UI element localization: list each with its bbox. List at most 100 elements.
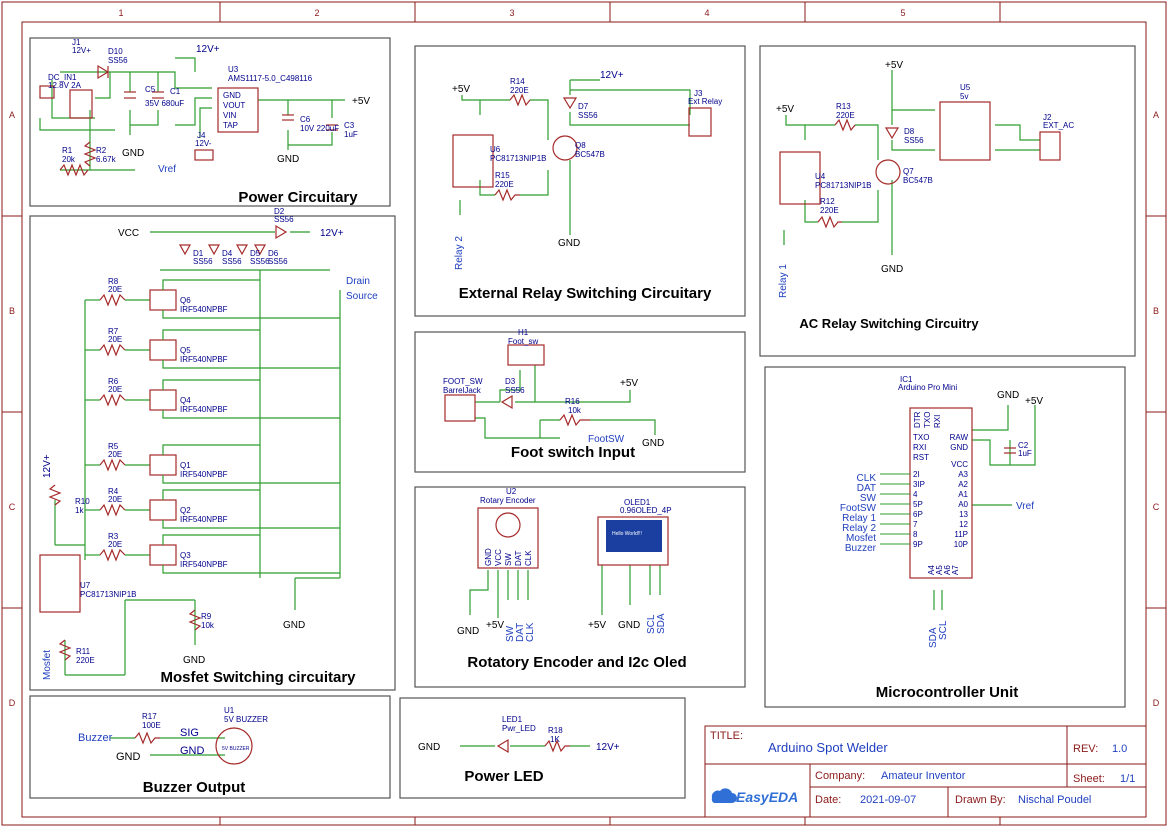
mcu-net-label: Relay 1: [842, 513, 876, 524]
u2-encoder: [477, 507, 539, 569]
schematic-label: SCL: [646, 614, 657, 634]
mosfet-stage-group: R820EQ6IRF540NPBFR720EQ5IRF540NPBFR620EQ…: [85, 277, 340, 574]
mosfet-label: Q4: [180, 396, 191, 405]
schematic-label: C6: [300, 115, 311, 124]
schematic-label: EasyEDA: [736, 789, 798, 805]
col-5-label: 5: [900, 8, 905, 18]
schematic-label: +5V: [588, 620, 606, 631]
schematic-label: +5V: [885, 60, 903, 71]
schematic-label: Arduino Pro Mini: [898, 383, 957, 392]
mcu-title: Microcontroller Unit: [876, 684, 1019, 701]
buzzer-box: [29, 695, 391, 799]
schematic-label: Buzzer: [78, 732, 113, 744]
schematic-label: 1uF: [344, 130, 358, 139]
schematic-label: Rotary Encoder: [480, 496, 536, 505]
schematic-label: 220E: [836, 111, 855, 120]
col-3-label: 3: [509, 8, 514, 18]
schematic-label: 220E: [76, 656, 95, 665]
mcu-top-pin: RXI: [933, 415, 942, 428]
schematic-label: Mosfet: [42, 650, 53, 680]
schematic-label: VIN: [223, 111, 237, 120]
power-circuit: J1 12V+ DC_IN1 12.8V 2A D10 SS56 C5 35V …: [39, 38, 370, 177]
schematic-label: Vref: [158, 164, 176, 175]
j4-connector: [194, 149, 214, 161]
mcu-bottom-pin: A5: [935, 565, 944, 575]
schematic-label: R2: [96, 146, 107, 155]
oled-screen: [606, 520, 662, 552]
schematic-label: REV:: [1073, 743, 1098, 755]
mosfet-part: IRF540NPBF: [180, 405, 228, 414]
u1-buzzer: [215, 727, 253, 765]
power-wires: [39, 57, 345, 171]
col-1-label: 1: [118, 8, 123, 18]
schematic-label: Date:: [815, 794, 841, 806]
dc-in-jack: [39, 85, 55, 99]
schematic-label: 10V 220uF: [300, 124, 339, 133]
schematic-label: 12V+: [320, 228, 344, 239]
row-d-label: D: [9, 698, 16, 708]
mosfet-box: [29, 215, 396, 691]
gate-resistor-r3: [99, 548, 126, 562]
schematic-label: J2: [1043, 113, 1052, 122]
led1-diode: [496, 738, 509, 754]
r9-resistor: [188, 609, 202, 631]
mcu-right-pin: RAW: [950, 433, 969, 442]
row-c-label: C: [9, 502, 16, 512]
mcu-right-pin: A1: [958, 490, 968, 499]
schematic-label: 12V+: [596, 742, 620, 753]
schematic-label: U5: [960, 83, 971, 92]
schematic-label: PC81713NIP1B: [815, 181, 871, 190]
schematic-label: R11: [76, 647, 91, 656]
mosfet-q1: [149, 454, 177, 476]
mcu-left-pin: TXO: [913, 433, 929, 442]
mcu-left-pin: 2I: [913, 470, 920, 479]
schematic-label: SS56: [250, 257, 270, 266]
schematic-label: VOUT: [223, 101, 245, 110]
row-b-label-right: B: [1153, 306, 1159, 316]
ext-relay-box: [414, 45, 746, 317]
u5-relay: [939, 101, 991, 161]
mcu-net-label: Buzzer: [845, 543, 877, 554]
schematic-label: 1uF: [1018, 449, 1032, 458]
schematic-label: D3: [505, 377, 516, 386]
schematic-label: D8: [904, 127, 915, 136]
mcu-left-pin: RST: [913, 453, 929, 462]
schematic-label: 0.96OLED_4P: [620, 506, 672, 515]
schematic-label: GND: [122, 148, 144, 159]
d5-diode: [235, 244, 249, 256]
schematic-label: VCC: [494, 549, 503, 566]
mosfet-label: Q5: [180, 346, 191, 355]
schematic-label: GND: [457, 626, 479, 637]
mcu-bottom-pin: A7: [951, 565, 960, 575]
schematic-label: GND: [558, 238, 580, 249]
q8-transistor: [552, 135, 578, 161]
schematic-label: Relay 2: [454, 236, 465, 270]
schematic-label: 2021-09-07: [860, 794, 916, 806]
frame-labels: 1 2 3 4 5 A B C D A B C D: [9, 8, 1160, 708]
schematic-label: SDA: [656, 613, 667, 634]
u4-optocoupler: [779, 151, 821, 205]
r18-resistor: [544, 739, 570, 753]
schematic-label: Arduino Spot Welder: [768, 740, 888, 755]
d4-diode: [207, 244, 221, 256]
ac-relay-title: AC Relay Switching Circuitry: [799, 316, 979, 331]
row-b-label: B: [9, 306, 15, 316]
schematic-label: 1.0: [1112, 743, 1127, 755]
arduino-pro-mini: [909, 407, 973, 579]
schematic-label: SS56: [193, 257, 213, 266]
schematic-label: D1: [193, 249, 204, 258]
schematic-label: 12V-: [195, 139, 212, 148]
d6-diode: [253, 244, 267, 256]
j3-connector: [688, 107, 712, 137]
mosfet-part: IRF540NPBF: [180, 355, 228, 364]
schematic-label: Ext Relay: [688, 97, 722, 106]
schematic-label: SS56: [578, 111, 598, 120]
r1-resistor: [59, 163, 89, 177]
mosfet-part: IRF540NPBF: [180, 560, 228, 569]
schematic-label: R14: [510, 77, 525, 86]
